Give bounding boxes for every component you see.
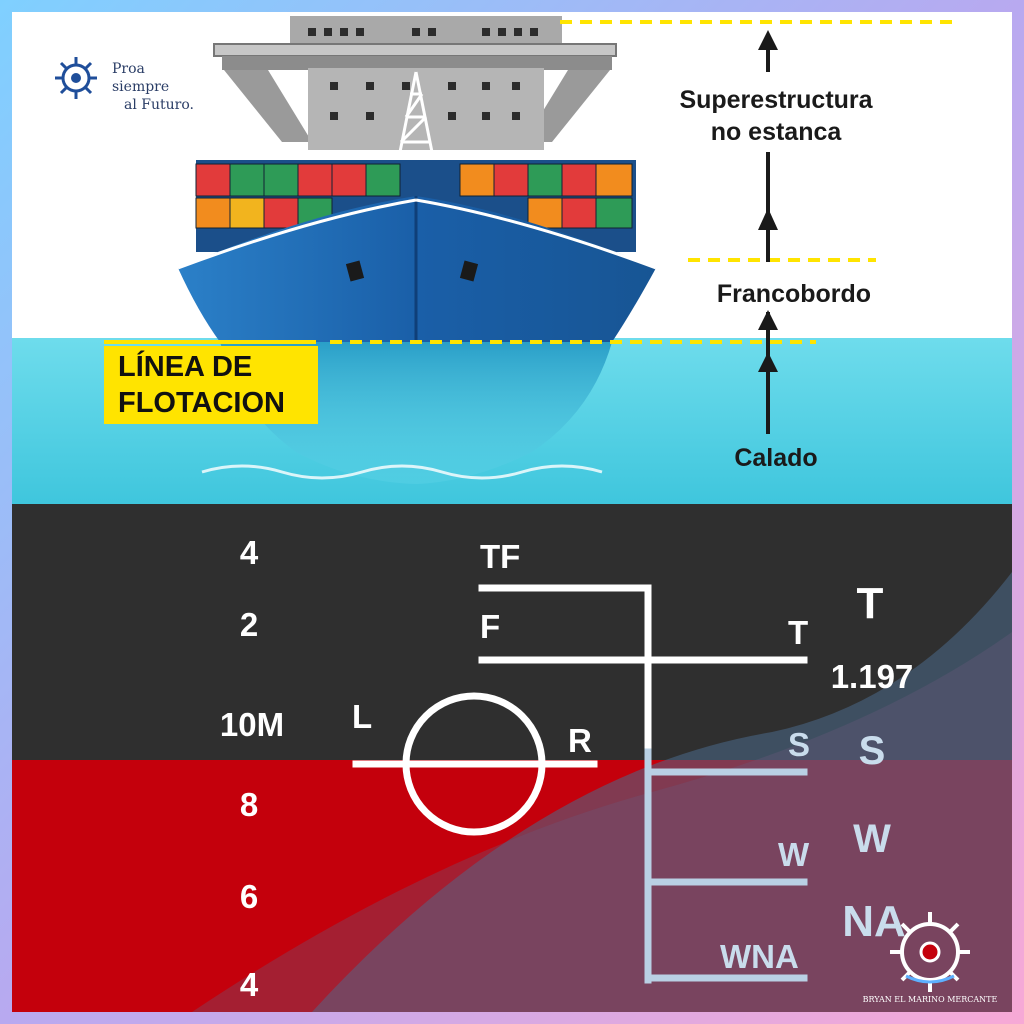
logo-caption: BRYAN EL MARINO MERCANTE (863, 995, 998, 1004)
infographic: LÍNEA DE FLOTACION Superestructura no es… (12, 12, 1012, 1012)
mark-w: W (778, 836, 810, 873)
tagline-line2: al Futuro. (124, 97, 194, 113)
load-line-marks-lower (644, 748, 808, 984)
helm-logo (890, 912, 970, 992)
superstructure-label-line2: no estanca (711, 118, 843, 146)
mark-l: L (352, 698, 372, 735)
mark-f: F (480, 608, 500, 645)
infographic-frame: LÍNEA DE FLOTACION Superestructura no es… (12, 12, 1012, 1012)
load-line-marks (352, 584, 808, 836)
scale-label: 4 (240, 966, 259, 1003)
legend-t: T (857, 579, 884, 628)
overlay-swoosh (192, 572, 1012, 1012)
brand-header: Proa siempre al Futuro. (50, 52, 200, 114)
legend-na: NA (842, 897, 906, 946)
legend-w: W (853, 817, 891, 861)
ship-hull (177, 196, 657, 484)
draft-label: Calado (734, 444, 817, 472)
waterline-label-line1: LÍNEA DE (118, 349, 252, 383)
tagline-line1: Proa siempre (112, 61, 170, 95)
mark-tf: TF (480, 538, 520, 575)
helm-icon (55, 57, 97, 99)
mark-t: T (788, 614, 808, 651)
mark-labels: TF F T L R S W WNA (352, 538, 810, 975)
reference-lines (330, 20, 952, 344)
mark-wna: WNA (720, 938, 799, 975)
scale-labels: 4 2 10M 8 6 4 (220, 534, 284, 1003)
legend-s: S (859, 729, 886, 773)
scale-label: 8 (240, 786, 258, 823)
scale-label: 10M (220, 706, 284, 743)
mark-r: R (568, 722, 592, 759)
scale-label: 4 (240, 534, 259, 571)
brand-tagline: Proa siempre al Futuro. (112, 60, 200, 114)
right-legend: T 1.197 S W NA (831, 579, 914, 946)
scale-label: 6 (240, 878, 258, 915)
dimension-arrows (758, 30, 778, 434)
superstructure-label-line1: Superestructura (679, 86, 873, 114)
freeboard-label: Francobordo (717, 280, 871, 308)
scale-label: 2 (240, 606, 258, 643)
mark-s: S (788, 726, 810, 763)
waterline-label-line2: FLOTACION (118, 387, 285, 419)
waterline-label: LÍNEA DE FLOTACION (104, 346, 318, 424)
ship-superstructure (213, 16, 617, 173)
legend-value: 1.197 (831, 658, 914, 695)
